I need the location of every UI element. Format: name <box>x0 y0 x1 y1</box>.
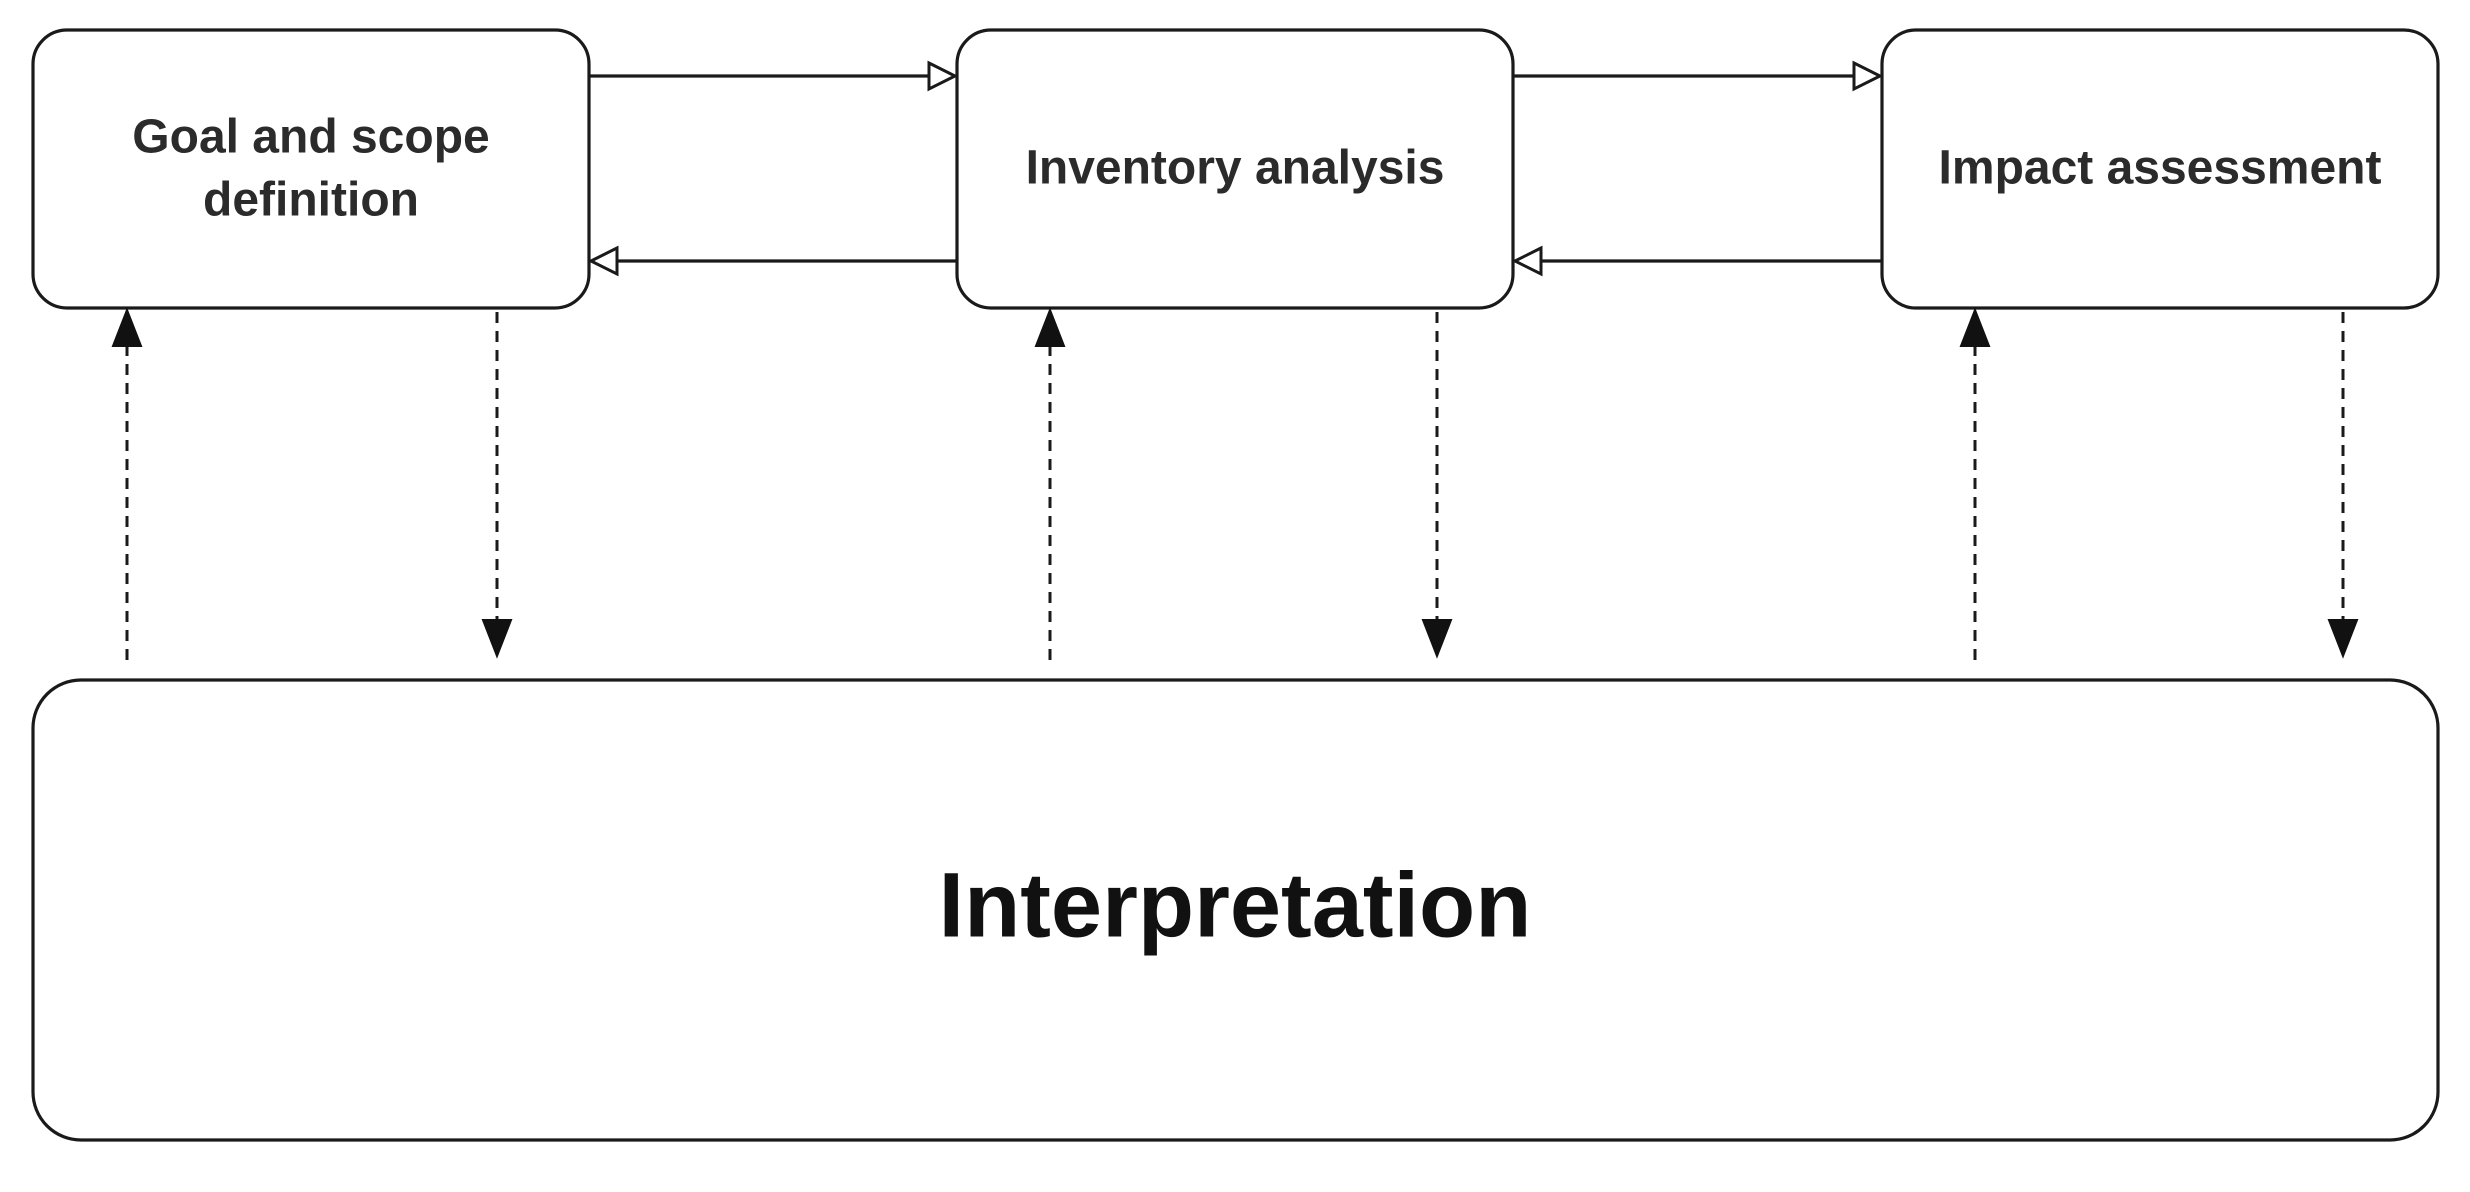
inventory-analysis-box: Inventory analysis <box>955 28 1515 310</box>
edge-interpretation-to-goal <box>111 307 143 660</box>
filled-arrowhead-icon <box>481 619 513 659</box>
edge-inventory-to-impact <box>1513 60 1884 92</box>
edge-interpretation-to-inventory <box>1034 307 1066 660</box>
edge-inventory-to-interpretation <box>1421 312 1453 659</box>
edge-interpretation-to-impact <box>1959 307 1991 660</box>
filled-arrowhead-icon <box>111 307 143 347</box>
edge-impact-to-inventory <box>1511 245 1882 277</box>
goal-scope-label-line1: Goal and scope <box>132 111 489 164</box>
interpretation-box: Interpretation <box>31 678 2440 1142</box>
open-arrowhead-icon <box>587 245 619 277</box>
open-arrowhead-icon <box>1511 245 1543 277</box>
edge-goal-to-interpretation <box>481 312 513 659</box>
filled-arrowhead-icon <box>2327 619 2359 659</box>
open-arrowhead-icon <box>927 60 959 92</box>
open-arrowhead-icon <box>1852 60 1884 92</box>
impact-assessment-label: Impact assessment <box>1939 142 2382 195</box>
impact-assessment-box: Impact assessment <box>1880 28 2440 310</box>
edge-inventory-to-goal <box>587 245 957 277</box>
goal-scope-label-line2: definition <box>203 174 419 227</box>
goal-scope-box: Goal and scope definition <box>31 28 591 310</box>
filled-arrowhead-icon <box>1034 307 1066 347</box>
interpretation-label: Interpretation <box>939 854 1532 956</box>
inventory-analysis-label: Inventory analysis <box>1026 142 1445 195</box>
filled-arrowhead-icon <box>1959 307 1991 347</box>
edge-goal-to-inventory <box>589 60 959 92</box>
filled-arrowhead-icon <box>1421 619 1453 659</box>
edge-impact-to-interpretation <box>2327 312 2359 659</box>
